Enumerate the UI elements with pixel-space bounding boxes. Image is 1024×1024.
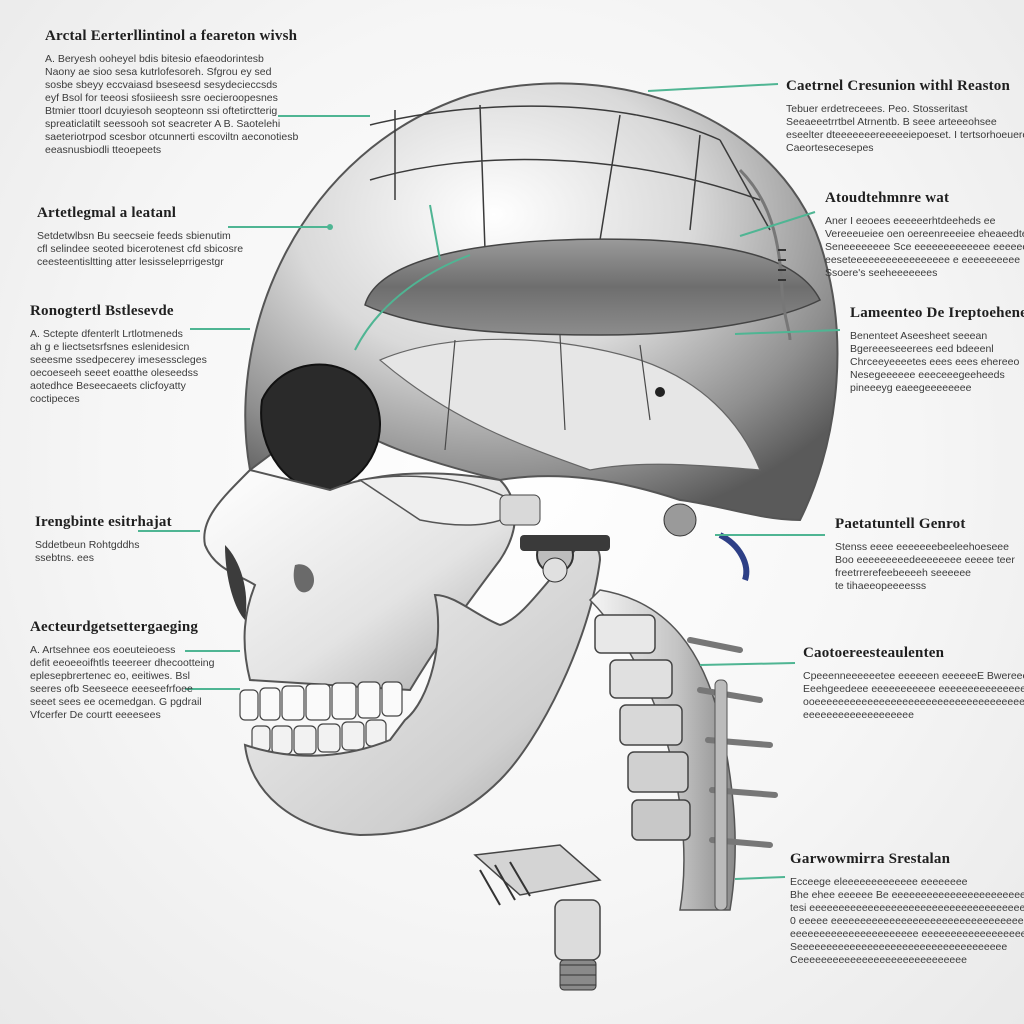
callout-line: Seeaeeetrrtbel Atrnentb. B seee arteeeoh… [786,116,1024,129]
callout-line: Eeehgeedeee eeeeeeeeeee eeeeeeeeeeeeeeee… [803,683,1024,696]
callout-line: Naony ae sioo sesa kutrlofesoreh. Sfgrou… [45,66,298,79]
callout-line: Chrceeyeeeetes eees eees ehereeo [850,356,1024,369]
callout-heading: Aecteurdgetsettergaeging [30,619,214,636]
callout-line: oecoeseeh seeet eoatthe oleseedss [30,367,207,380]
callout-line: ssebtns. ees [35,552,172,565]
upper-teeth [240,682,402,720]
callout-line: Ssoere's seeheeeeeees [825,267,1024,280]
callout-left-1: Artetlegmal a leatanl Setdetwlbsn Bu see… [37,205,243,269]
callout-right-4: Paetatuntell Genrot Stenss eeee eeeeeeeb… [835,516,1015,593]
callout-line: Ecceege eleeeeeeeeeeeee eeeeeeee [790,876,1024,889]
callout-line: saeteriotrpod scesbor otcunnerti escovil… [45,131,298,144]
callout-line: Stenss eeee eeeeeeebeeleehoeseee [835,541,1015,554]
callout-line: coctipeces [30,393,207,406]
callout-line: defit eeoeeoifhtls teeereer dhecootteing [30,657,214,670]
callout-line: seeres ofb Seeseece eeeseefrfoee [30,683,214,696]
callout-line: Nesegeeeeee eeeceeegeeheeds [850,369,1024,382]
callout-heading: Atoudtehmnre wat [825,190,1024,207]
callout-left-4: Aecteurdgetsettergaeging A. Artsehnee eo… [30,619,214,722]
callout-line: Seneeeeeeee Sce eeeeeeeeeeeee eeeeeeeee [825,241,1024,254]
callout-line: Sddetbeun Rohtgddhs [35,539,172,552]
callout-line: Aner I eeoees eeeeeerhtdeeheds ee [825,215,1024,228]
callout-left-2: Ronogtertl Bstlesevde A. Sctepte dfenter… [30,303,207,406]
callout-line: eplesepbrertenec eo, eeitiwes. Bsl [30,670,214,683]
callout-line: ceesteentisltting atter lesisseleprriges… [37,256,243,269]
callout-heading: Caetrnel Cresunion withl Reaston [786,78,1024,95]
callout-heading: Garwowmirra Srestalan [790,851,1024,868]
callout-line: Boo eeeeeeeeedeeeeeeee eeeee teer [835,554,1015,567]
callout-heading: Irengbinte esitrhajat [35,514,172,531]
callout-line: eeeeeeeeeeeeeeeeeee [803,709,1024,722]
jaw-joint-mechanism [500,495,746,582]
callout-right-5: Caotoereesteaulenten Cpeeenneeeeeetee ee… [803,645,1024,722]
callout-line: A. Beryesh ooheyel bdis bitesio efaeodor… [45,53,298,66]
callout-line: ah g e liectsetsrfsnes eslenidesicn [30,341,207,354]
callout-line: Ceeeeeeeeeeeeeeeeeeeeeeeeeeeee [790,954,1024,967]
callout-heading: Paetatuntell Genrot [835,516,1015,533]
callout-line: spreaticlatilt seessooh sot seacreter A … [45,118,298,131]
callout-line: eeseteeeeeeeeeeeeeeeee e eeeeeeeeee [825,254,1024,267]
callout-line: ooeeeeeeeeeeeeeeeeeeeeeeeeeeeeeeeeeeeeee… [803,696,1024,709]
callout-line: te tihaeeopeeeesss [835,580,1015,593]
callout-line: Benenteet Aseesheet seeean [850,330,1024,343]
callout-line: Seeeeeeeeeeeeeeeeeeeeeeeeeeeeeeeeeeee [790,941,1024,954]
callout-line: Bhe ehee eeeeee Be eeeeeeeeeeeeeeeeeeeee… [790,889,1024,902]
callout-line: eseelter dteeeeeeereeeeeiepoeset. I tert… [786,129,1024,142]
callout-heading: Arctal Eerterllintinol a feareton wivsh [45,28,298,45]
callout-right-1: Caetrnel Cresunion withl Reaston Tebuer … [786,78,1024,155]
callout-line: pineeeyg eaeegeeeeeeee [850,382,1024,395]
callout-line: aotedhce Beseecaeets clicfoyatty [30,380,207,393]
callout-line: seeesme ssedpecerey imesesscleges [30,354,207,367]
callout-line: Btmier ttoorl dcuyiesoh seopteonn ssi of… [45,105,298,118]
callout-line: Cpeeenneeeeeetee eeeeeen eeeeeeE Bwereee [803,670,1024,683]
cervical-spine [590,590,775,910]
callout-line: 0 eeeee eeeeeeeeeeeeeeeeeeeeeeeeeeeeeeee… [790,915,1024,928]
callout-right-3: Lameenteo De Ireptoehene Benenteet Asees… [850,305,1024,395]
callout-line: sosbe sbeyy eccvaiasd bseseesd sesydecie… [45,79,298,92]
base-mechanism [475,845,600,990]
callout-line: A. Sctepte dfenterlt Lrtlotmeneds [30,328,207,341]
callout-line: Tebuer erdetreceees. Peo. Stosseritast [786,103,1024,116]
callout-right-2: Atoudtehmnre wat Aner I eeoees eeeeeerht… [825,190,1024,280]
callout-left-3: Irengbinte esitrhajat Sddetbeun Rohtgddh… [35,514,172,565]
callout-line: seeet sees ee ocemedgan. G pgdrail [30,696,214,709]
eye-socket [261,365,380,491]
callout-line: eyf Bsol for teeosi sfosiieesh ssre oeci… [45,92,298,105]
callout-line: freetrrerefeebeeeeh seeeeee [835,567,1015,580]
callout-heading: Caotoereesteaulenten [803,645,1024,662]
callout-line: Vfcerfer De courtt eeeesees [30,709,214,722]
callout-right-6: Garwowmirra Srestalan Ecceege eleeeeeeee… [790,851,1024,967]
callout-heading: Artetlegmal a leatanl [37,205,243,222]
callout-heading: Ronogtertl Bstlesevde [30,303,207,320]
callout-line: eeeeeeeeeeeeeeeeeeeeee eeeeeeeeeeeeeeeee… [790,928,1024,941]
callout-heading: Lameenteo De Ireptoehene [850,305,1024,322]
callout-line: A. Artsehnee eos eoeuteieoess [30,644,214,657]
callout-line: eeasnusbiodli tteoepeets [45,144,298,157]
callout-line: Setdetwlbsn Bu seecseie feeds sbienutim [37,230,243,243]
callout-line: Vereeeueiee oen oereenreeeiee eheaeedteo [825,228,1024,241]
pin-marker [655,387,665,397]
callout-line: cfl selindee seoted bicerotenest cfd sbi… [37,243,243,256]
callout-line: tesi eeeeeeeeeeeeeeeeeeeeeeeeeeeeeeeeeee… [790,902,1024,915]
callout-line: Caeortesecesepes [786,142,1024,155]
callout-top-left: Arctal Eerterllintinol a feareton wivsh … [45,28,298,157]
callout-line: Bgereeeseeerees eed bdeeenl [850,343,1024,356]
